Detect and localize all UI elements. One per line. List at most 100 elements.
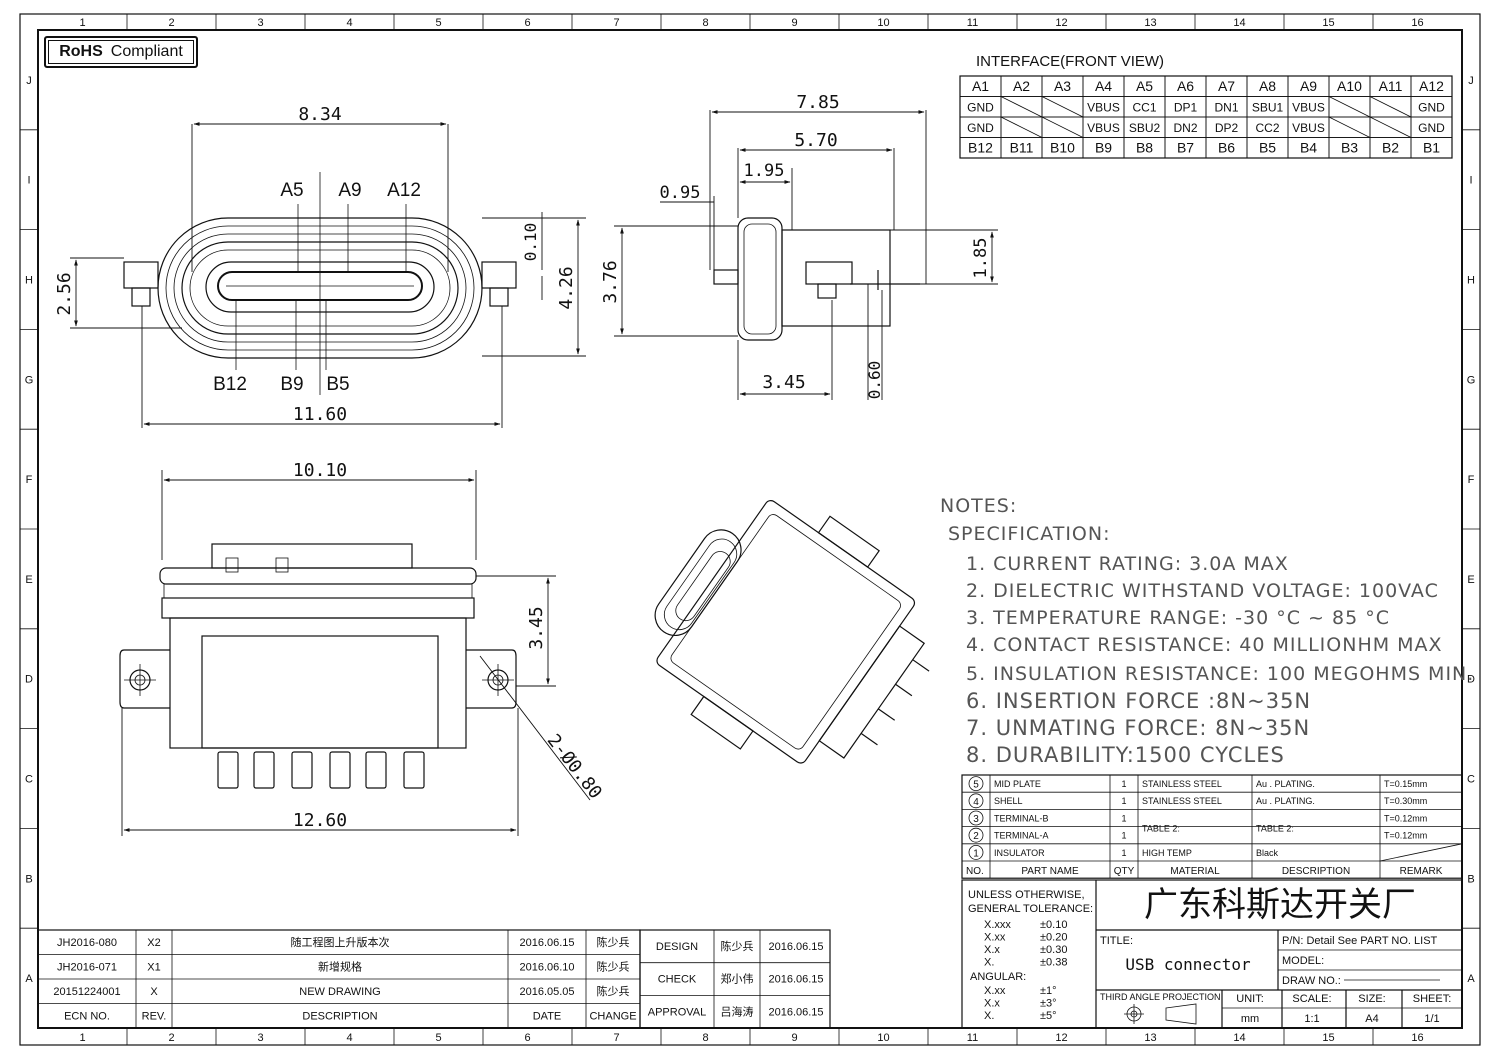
bottom-pin (365, 751, 387, 789)
grid-row-right-I: I (1469, 175, 1472, 187)
tol-key-0: X.xxx (984, 919, 1011, 931)
iface-cell-0-8: A9 (1300, 78, 1317, 94)
grid-col-top-4: 4 (346, 17, 352, 29)
grid-row-right-F: F (1468, 474, 1475, 486)
iface-cell-0-7: A8 (1259, 78, 1276, 94)
iface-cell-2-8: VBUS (1292, 121, 1325, 135)
tol-val-1: ±0.20 (1040, 932, 1067, 944)
iface-cell-3-11: B1 (1423, 140, 1440, 156)
grid-row-left-G: G (25, 374, 34, 386)
grid-row-left-H: H (25, 275, 33, 287)
bom-qty-2: 1 (1121, 831, 1126, 841)
grid-col-bottom-13: 13 (1144, 1032, 1156, 1044)
rev-ecn-2: 20151224001 (53, 986, 120, 998)
bom-no-3: 3 (973, 814, 979, 825)
note-4: 4. CONTACT RESISTANCE: 40 MILLIONHM MAX (966, 634, 1443, 656)
grid-row-right-D: D (1467, 674, 1475, 686)
iface-cell-3-6: B6 (1218, 140, 1235, 156)
rev-rev-0: X2 (147, 937, 160, 949)
approval-name-0: 陈少兵 (721, 939, 754, 953)
bom-no-4: 4 (973, 797, 979, 808)
notes-spec: SPECIFICATION: (948, 523, 1111, 545)
bottom-view: 10.10 3.45 12.60 2-Ø0.80 (119, 460, 606, 836)
bom-header-qty: QTY (1114, 866, 1135, 877)
iface-cell-2-5: DN2 (1173, 121, 1197, 135)
grid-col-top-8: 8 (702, 17, 708, 29)
pin-label-b12: B12 (213, 374, 247, 395)
approval-date-0: 2016.06.15 (768, 941, 823, 953)
scale-label: SCALE: (1292, 993, 1331, 1005)
sheet-label: SHEET: (1413, 993, 1452, 1005)
grid-row-left-B: B (25, 873, 32, 885)
bom-remark-4: T=0.30mm (1384, 796, 1427, 806)
dim-8-34: 8.34 (298, 104, 341, 125)
title-block: UNLESS OTHERWISE, GENERAL TOLERANCE: X.x… (961, 879, 1463, 1029)
approval-date-1: 2016.06.15 (768, 974, 823, 986)
tol-val-2: ±0.30 (1040, 944, 1067, 956)
bom-header-no: NO. (966, 866, 984, 877)
grid-col-bottom-7: 7 (613, 1032, 619, 1044)
title-label: TITLE: (1100, 935, 1133, 947)
interface-title: INTERFACE(FRONT VIEW) (976, 53, 1164, 70)
grid-row-left-A: A (25, 973, 33, 985)
bom-header-material: MATERIAL (1170, 866, 1220, 877)
size-value: A4 (1365, 1013, 1378, 1025)
bottom-pin (329, 751, 351, 789)
tol-key-1: X.xx (984, 932, 1006, 944)
tol-title-1: UNLESS OTHERWISE, (968, 889, 1085, 901)
iface-cell-1-7: SBU1 (1252, 101, 1284, 115)
tol-val-3: ±0.38 (1040, 957, 1067, 969)
iface-cell-2-4: SBU2 (1129, 121, 1161, 135)
note-1: 1. CURRENT RATING: 3.0A MAX (966, 553, 1289, 575)
iface-cell-0-1: A2 (1013, 78, 1030, 94)
bom-material-1: HIGH TEMP (1142, 848, 1192, 858)
iface-cell-0-4: A5 (1136, 78, 1153, 94)
iface-cell-2-6: DP2 (1215, 121, 1239, 135)
iface-cell-3-7: B5 (1259, 140, 1276, 156)
grid-row-right-J: J (1468, 75, 1474, 87)
grid-row-left-J: J (26, 75, 32, 87)
bottom-pin (291, 751, 313, 789)
rev-change-header: CHANGE (589, 1011, 636, 1023)
side-view: 7.85 5.70 1.95 0.95 3.76 1.85 3.45 0.60 (600, 92, 998, 400)
note-2: 2. DIELECTRIC WITHSTAND VOLTAGE: 100VAC (966, 580, 1439, 602)
bom-qty-4: 1 (1121, 796, 1126, 806)
iface-cell-3-4: B8 (1136, 140, 1153, 156)
pin-label-a9: A9 (338, 180, 361, 201)
ang-key-1: X.x (984, 998, 1000, 1010)
iface-cell-0-5: A6 (1177, 78, 1194, 94)
iface-cell-0-0: A1 (972, 78, 989, 94)
rev-date-0: 2016.06.15 (519, 937, 574, 949)
bom-header-part: PART NAME (1021, 866, 1079, 877)
bom-header-desc: DESCRIPTION (1282, 866, 1350, 877)
bom-remark-5: T=0.15mm (1384, 779, 1427, 789)
notes-heading: NOTES: (940, 495, 1017, 517)
bom-part-5: MID PLATE (994, 779, 1041, 789)
bom-part-2: TERMINAL-A (994, 831, 1049, 841)
approval-role-0: DESIGN (656, 941, 698, 953)
iso-view (654, 500, 930, 764)
bom-header-remark: REMARK (1400, 866, 1443, 877)
ang-val-1: ±3° (1040, 998, 1057, 1010)
grid-col-bottom-1: 1 (79, 1032, 85, 1044)
dim-1-85: 1.85 (971, 238, 991, 279)
rohs-bold: RoHS (59, 43, 103, 60)
rev-change-0: 陈少兵 (597, 935, 630, 949)
grid-col-top-3: 3 (257, 17, 263, 29)
rev-desc-2: NEW DRAWING (299, 986, 380, 998)
dim-1-95: 1.95 (744, 161, 785, 181)
approval-role-1: CHECK (658, 974, 697, 986)
rev-desc-0: 随工程图上升版本次 (291, 935, 390, 949)
dim-3-76: 3.76 (600, 260, 621, 303)
grid-col-top-2: 2 (168, 17, 174, 29)
bom-no-5: 5 (973, 780, 979, 791)
iface-cell-1-8: VBUS (1292, 101, 1325, 115)
grid-col-top-1: 1 (79, 17, 85, 29)
bom-qty-1: 1 (1121, 848, 1126, 858)
grid-col-top-9: 9 (791, 17, 797, 29)
grid-col-bottom-3: 3 (257, 1032, 263, 1044)
ang-key-0: X.xx (984, 985, 1006, 997)
